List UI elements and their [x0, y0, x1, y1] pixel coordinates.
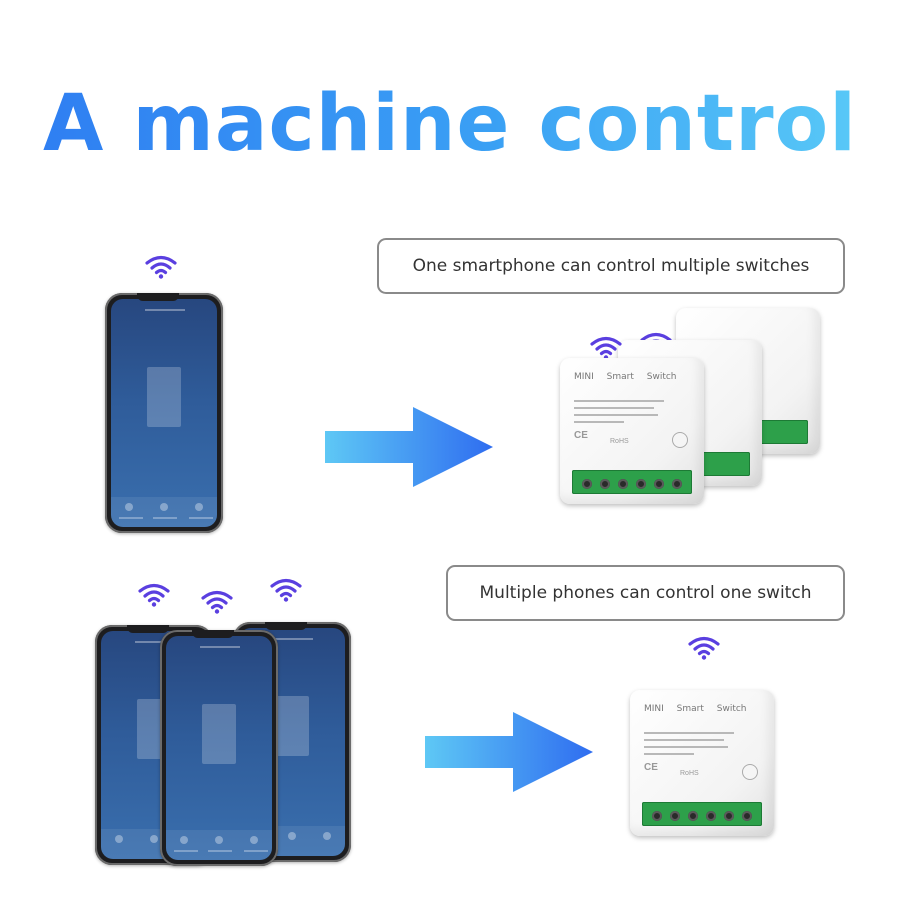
wifi-icon: [270, 578, 302, 602]
wifi-badge-icon: [742, 764, 758, 780]
phone-screen: [111, 299, 217, 527]
title-text: A machine control: [43, 79, 857, 169]
caption-many-to-one: Multiple phones can control one switch: [446, 565, 845, 621]
rohs-mark: RoHS: [680, 770, 699, 777]
wifi-icon: [688, 636, 720, 660]
page-title: A machine control: [0, 74, 900, 174]
smartphone-center: [160, 630, 278, 866]
arrow-right-icon: [325, 407, 493, 487]
rohs-mark: RoHS: [610, 438, 629, 445]
switch-model-label: MINI Smart Switch: [574, 372, 677, 382]
wifi-icon: [201, 590, 233, 614]
arrow-right-icon: [425, 712, 593, 792]
wifi-icon: [145, 255, 177, 279]
wifi-icon: [138, 583, 170, 607]
wifi-badge-icon: [672, 432, 688, 448]
wifi-icon: [590, 336, 622, 360]
switch-module-single: MINI Smart Switch CE RoHS: [630, 690, 774, 836]
switch-model-label: MINI Smart Switch: [644, 704, 747, 714]
switch-module-front: MINI Smart Switch CE RoHS: [560, 358, 704, 504]
ce-mark: CE: [644, 762, 658, 773]
smartphone: [105, 293, 223, 533]
caption-one-to-many: One smartphone can control multiple swit…: [377, 238, 845, 294]
switch-card: [147, 367, 181, 427]
ce-mark: CE: [574, 430, 588, 441]
